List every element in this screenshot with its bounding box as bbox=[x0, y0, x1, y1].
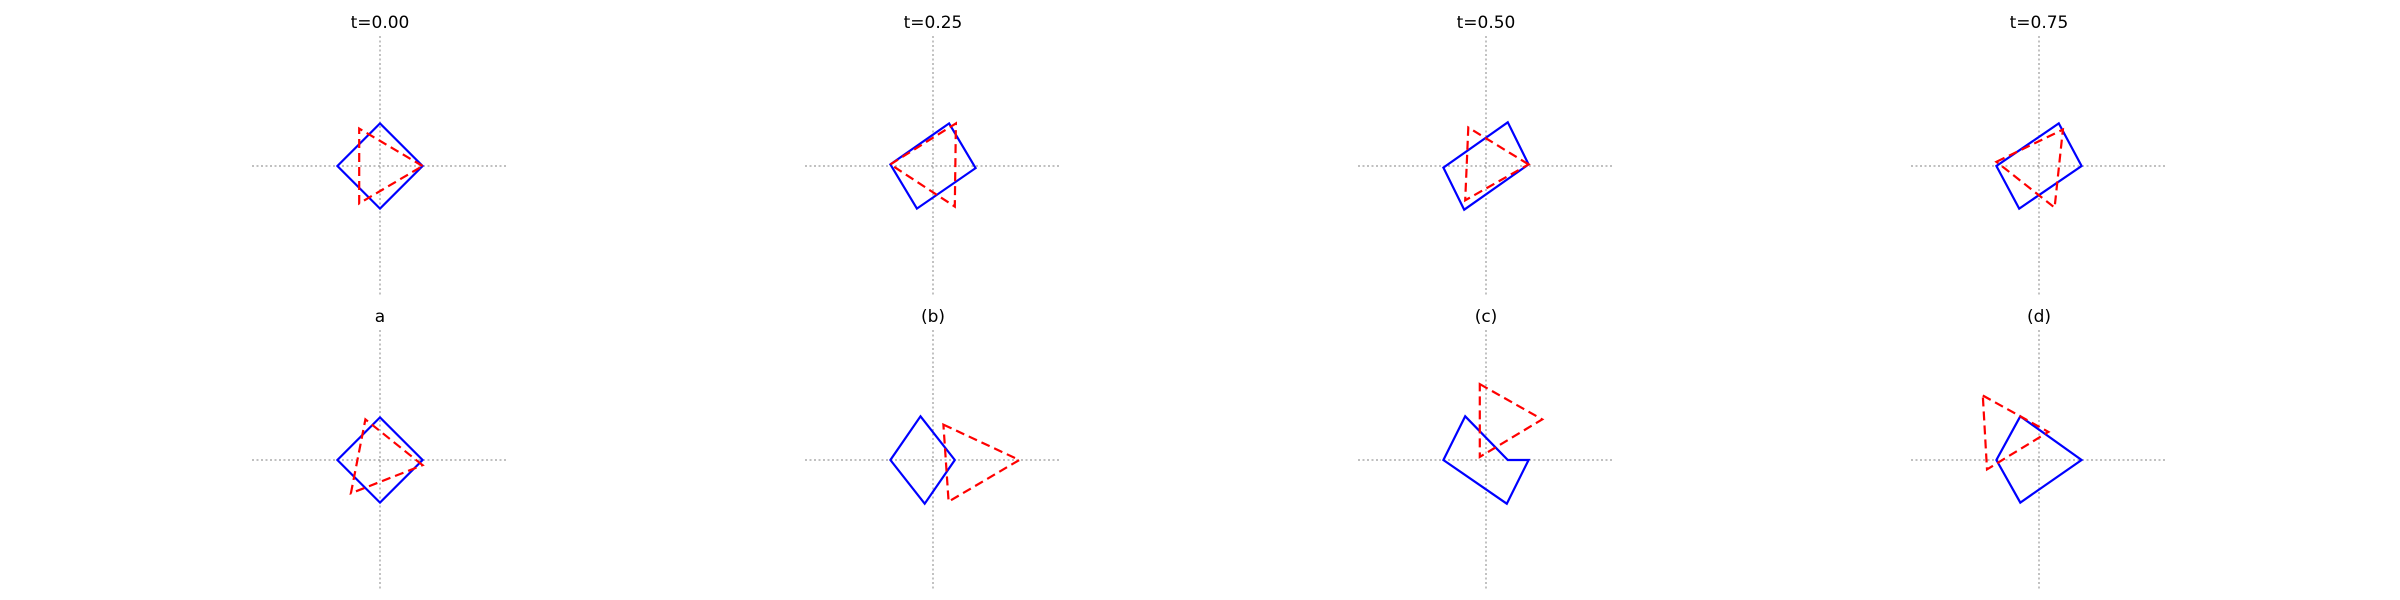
triangle-outline bbox=[1981, 393, 2051, 472]
triangle-outline bbox=[1478, 382, 1545, 459]
panel-2: t=0.50 bbox=[1358, 13, 1614, 296]
triangle-outline bbox=[358, 126, 425, 206]
square-outline bbox=[1995, 414, 2084, 505]
panel-title: (b) bbox=[921, 307, 945, 327]
panel-title: t=0.75 bbox=[2010, 13, 2069, 33]
triangle-outline bbox=[888, 121, 958, 209]
square-outline bbox=[1441, 120, 1531, 212]
panel-7: (d) bbox=[1911, 307, 2167, 590]
panel-5: (b) bbox=[805, 307, 1061, 590]
panel-1: t=0.25 bbox=[805, 13, 1061, 296]
square-outline bbox=[1994, 121, 2084, 211]
panel-3: t=0.75 bbox=[1911, 13, 2167, 296]
panel-4: a bbox=[252, 307, 508, 590]
panel-6: (c) bbox=[1358, 307, 1614, 590]
panel-0: t=0.00 bbox=[252, 13, 508, 296]
square-outline bbox=[888, 121, 978, 211]
panel-title: (d) bbox=[2027, 307, 2051, 327]
triangle-outline bbox=[942, 422, 1022, 504]
square-outline bbox=[335, 121, 425, 211]
panel-title: t=0.25 bbox=[904, 13, 963, 33]
square-outline bbox=[889, 414, 957, 506]
panel-title: t=0.00 bbox=[351, 13, 410, 33]
square-outline bbox=[1441, 414, 1531, 506]
panel-title: a bbox=[375, 307, 385, 327]
panel-title: (c) bbox=[1475, 307, 1498, 327]
panel-title: t=0.50 bbox=[1457, 13, 1516, 33]
square-outline bbox=[335, 415, 425, 505]
triangle-outline bbox=[1464, 125, 1531, 203]
triangle-outline bbox=[349, 417, 425, 496]
triangle-outline bbox=[1994, 127, 2065, 210]
